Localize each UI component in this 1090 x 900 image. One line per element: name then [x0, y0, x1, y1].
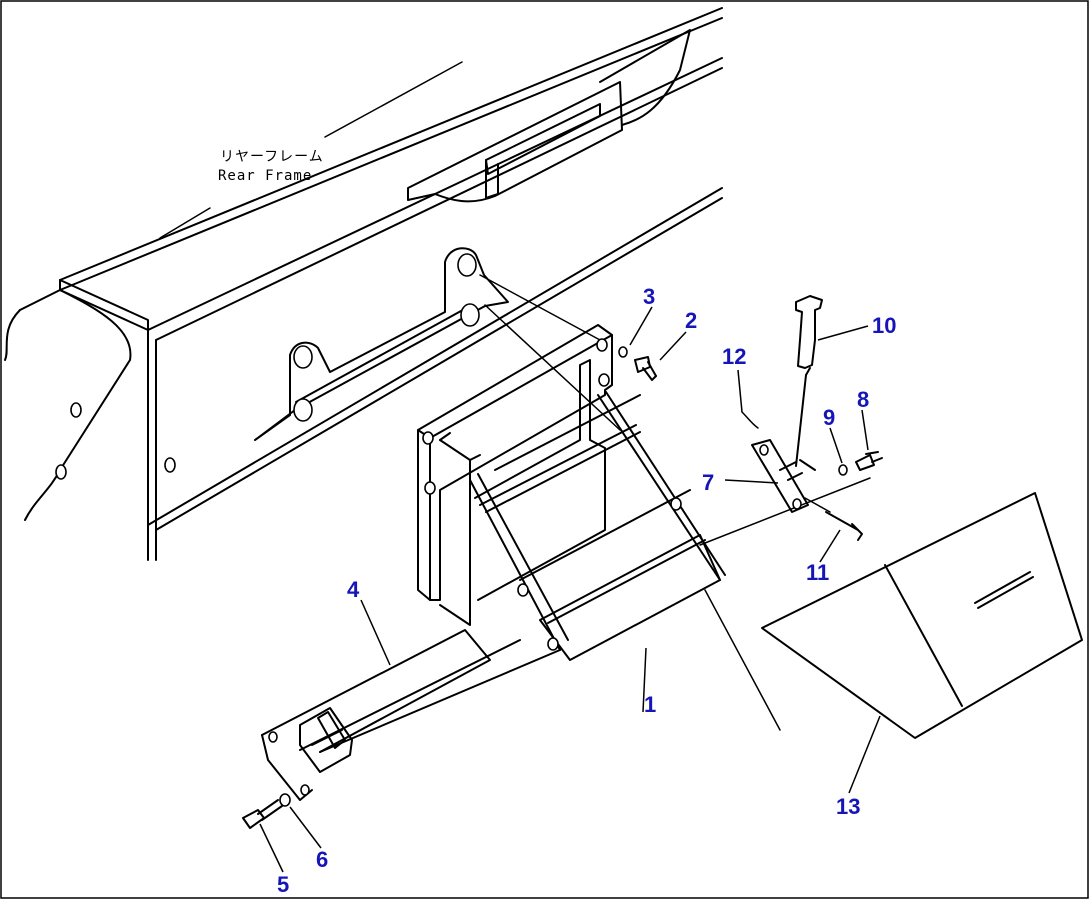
callout-11: 11 [806, 560, 829, 585]
part-2-bolt [634, 356, 657, 381]
callout-13: 13 [836, 794, 860, 819]
part-9-washer [838, 464, 848, 476]
part-3-washer [618, 346, 628, 358]
part-8-bolt [855, 451, 883, 471]
callout-6: 6 [316, 847, 328, 872]
part-6-washer [279, 793, 291, 807]
part-5-bolt [242, 799, 283, 829]
assembly-line-upper [479, 274, 601, 341]
callout-5: 5 [277, 872, 289, 897]
rear-frame-label-jp: リヤーフレーム [220, 149, 324, 165]
part-1-box-bracket [417, 324, 726, 661]
assembly-line-lower [484, 304, 621, 431]
callout-8: 8 [857, 387, 869, 412]
callout-1: 1 [644, 692, 656, 717]
rear-frame [4, 7, 723, 561]
assembly-line-cover [699, 477, 871, 546]
assembly-line-cover-2 [704, 589, 781, 731]
part-7-latch-plate [751, 439, 809, 513]
callout-7: 7 [702, 470, 714, 495]
part-11-pin [804, 497, 863, 541]
callout-4: 4 [347, 577, 360, 602]
callout-10: 10 [872, 313, 896, 338]
part-4-band [261, 629, 561, 801]
part-10-handle [795, 295, 823, 471]
leader-lines [259, 306, 881, 873]
part-12-spring [741, 411, 759, 429]
callout-2: 2 [685, 308, 697, 333]
rear-frame-label-en: Rear Frame [218, 168, 312, 184]
callout-3: 3 [643, 284, 655, 309]
callout-9: 9 [823, 405, 835, 430]
part-13-cover [761, 492, 1083, 739]
callout-12: 12 [722, 344, 746, 369]
